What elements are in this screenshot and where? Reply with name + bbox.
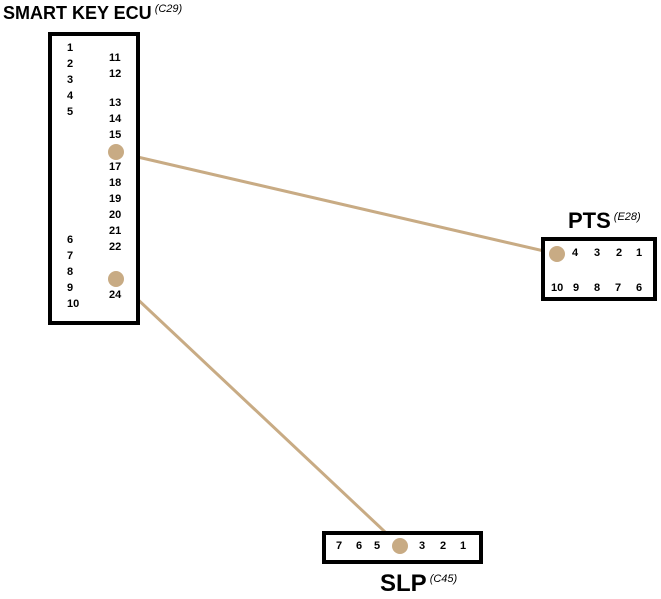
ecu-pin-24: 24 (109, 289, 122, 301)
ecu-pin-11: 11 (109, 52, 121, 64)
pts-pin-4: 4 (572, 247, 579, 259)
ecu-pin-22: 22 (109, 241, 122, 253)
ecu-pin-12: 12 (109, 68, 122, 80)
pts-code: (E28) (613, 210, 641, 223)
pts-pin-2: 2 (616, 247, 623, 259)
ecu-pin-14: 14 (109, 113, 122, 125)
pts-title: PTS(E28) (568, 208, 641, 234)
ecu-pin-17: 17 (109, 161, 122, 173)
ecu-pin-4: 4 (67, 90, 74, 102)
slp-pin-1: 1 (460, 540, 467, 552)
slp-name: SLP (380, 570, 427, 597)
slp-connector (322, 531, 483, 564)
slp-pin-3: 3 (419, 540, 426, 552)
ecu-pin-15: 15 (109, 129, 122, 141)
slp-pin-6: 6 (356, 540, 363, 552)
ecu-pin-7: 7 (67, 250, 74, 262)
ecu-pin-8: 8 (67, 266, 74, 278)
ecu-pin-9: 9 (67, 282, 74, 294)
ecu-name: SMART KEY ECU (3, 3, 152, 23)
pts-pin-6: 6 (636, 282, 643, 294)
slp-pin-7: 7 (336, 540, 343, 552)
ecu-pin-2: 2 (67, 58, 74, 70)
wire-ecu-pin23-to-slp-pin4 (114, 277, 402, 548)
ecu-title: SMART KEY ECU(C29) (3, 3, 182, 24)
ecu-pin-19: 19 (109, 193, 122, 205)
ecu-pin-13: 13 (109, 97, 122, 109)
ecu-pin-18: 18 (109, 177, 122, 189)
wire-ecu-pin16-to-pts-pin5 (115, 150, 558, 256)
ecu-pin-1: 1 (67, 42, 74, 54)
pts-pin-7: 7 (615, 282, 622, 294)
slp-pin-5: 5 (374, 540, 381, 552)
slp-code: (C45) (429, 573, 458, 585)
ecu-code: (C29) (154, 3, 183, 15)
pts-pin-1: 1 (636, 247, 643, 259)
ecu-connector (48, 32, 140, 325)
slp-title: SLP(C45) (380, 570, 457, 598)
ecu-pin-3: 3 (67, 74, 74, 86)
pts-pin-3: 3 (594, 247, 601, 259)
ecu-pin-5: 5 (67, 106, 74, 118)
slp-pin-2: 2 (440, 540, 447, 552)
ecu-pin-20: 20 (109, 209, 122, 221)
pts-pin-9: 9 (573, 282, 580, 294)
ecu-pin-21: 21 (109, 225, 122, 237)
ecu-pin-10: 10 (67, 298, 80, 310)
pts-pin-8: 8 (594, 282, 601, 294)
pts-pin-10: 10 (551, 282, 564, 294)
ecu-pin-6: 6 (67, 234, 74, 246)
pts-name: PTS (568, 208, 611, 233)
